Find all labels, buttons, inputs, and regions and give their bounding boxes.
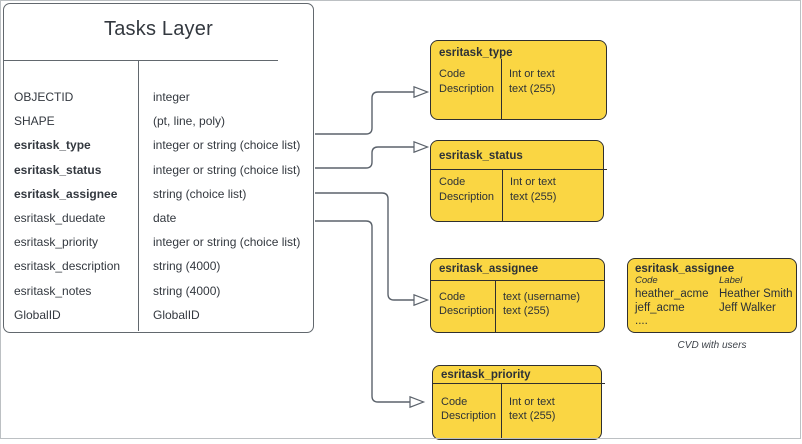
- arrowhead-icon: [413, 293, 430, 307]
- cvd-type-column: Int or text text (255): [502, 170, 603, 221]
- field-row-esritask-description: esritask_description string (4000): [4, 254, 313, 278]
- cvd-cell: Code: [439, 290, 466, 303]
- cvd-cell: Code: [439, 68, 466, 80]
- field-name: OBJECTID: [14, 90, 74, 104]
- field-type: GlobalID: [153, 307, 200, 322]
- header-divider: [433, 382, 605, 384]
- cvd-cell: Description: [441, 410, 497, 422]
- cvd-box-esritask-status: esritask_status Code Description Int or …: [430, 140, 607, 222]
- field-row-esritask-priority: esritask_priority integer or string (cho…: [4, 230, 313, 254]
- header-divider: [431, 279, 604, 281]
- cvd-type-column: Int or text text (255): [501, 59, 606, 119]
- field-list: OBJECTID integer SHAPE (pt, line, poly) …: [4, 85, 313, 327]
- field-type: integer: [153, 90, 190, 104]
- field-type: date: [153, 210, 177, 225]
- cvd-box-title: esritask_status: [439, 150, 523, 162]
- more-users-ellipsis: ....: [635, 315, 648, 327]
- field-row-esritask-notes: esritask_notes string (4000): [4, 279, 313, 303]
- cvd-box-title: esritask_type: [439, 47, 513, 59]
- field-type: integer or string (choice list): [153, 162, 301, 177]
- field-row-esritask-assignee: esritask_assignee string (choice list): [4, 182, 313, 206]
- field-name: esritask_description: [14, 259, 121, 274]
- users-table: Code Label heather_acme Heather Smith je…: [635, 275, 793, 315]
- cvd-cell: Code: [439, 176, 466, 188]
- field-name: esritask_duedate: [14, 210, 106, 225]
- cvd-cell: Description: [439, 82, 495, 95]
- field-name: esritask_type: [14, 138, 91, 153]
- field-row-esritask-type: esritask_type integer or string (choice …: [4, 133, 313, 157]
- arrowhead-icon: [413, 140, 430, 154]
- cvd-box-assignee-users: esritask_assignee Code Label heather_acm…: [627, 258, 797, 333]
- cvd-box-esritask-assignee: esritask_assignee Code Description text …: [430, 258, 605, 333]
- cvd-cell: Code: [441, 395, 468, 408]
- cvd-field-column: Code Description: [433, 384, 501, 440]
- header-divider: [431, 169, 607, 170]
- column-divider: [138, 61, 139, 331]
- cvd-type-column: text (username) text (255): [495, 280, 604, 332]
- cvd-cell: Int or text: [509, 395, 555, 408]
- tasks-layer-title: Tasks Layer: [104, 18, 213, 40]
- col-header-code: Code: [635, 275, 658, 286]
- cvd-with-users-caption: CVD with users: [677, 340, 747, 351]
- cvd-cell: text (255): [509, 410, 556, 422]
- user-label: Jeff Walker: [719, 302, 776, 314]
- field-type: string (4000): [153, 283, 221, 298]
- cvd-type-column: Int or text text (255): [501, 383, 601, 439]
- cvd-cell: Description: [439, 305, 495, 317]
- col-header-label: Label: [719, 275, 743, 286]
- field-row-shape: SHAPE (pt, line, poly): [4, 109, 313, 133]
- field-name: SHAPE: [14, 114, 55, 129]
- field-type: integer or string (choice list): [153, 235, 301, 250]
- user-code: jeff_acme: [635, 302, 685, 314]
- arrowhead-icon: [409, 395, 426, 409]
- cvd-cell: text (255): [510, 190, 557, 203]
- cvd-cell: Description: [439, 190, 495, 203]
- field-row-objectid: OBJECTID integer: [4, 85, 313, 109]
- field-row-globalid: GlobalID GlobalID: [4, 303, 313, 327]
- cvd-cell: Int or text: [509, 68, 555, 80]
- cvd-cell: Int or text: [510, 176, 556, 188]
- field-name: GlobalID: [14, 307, 61, 322]
- field-name: esritask_priority: [14, 235, 99, 250]
- field-name: esritask_status: [14, 162, 102, 177]
- connector-esritask-assignee: [315, 192, 414, 301]
- field-name: esritask_assignee: [14, 186, 118, 201]
- cvd-field-column: Code Description: [431, 281, 495, 333]
- cvd-box-title: esritask_assignee: [635, 263, 735, 275]
- arrowhead-icon: [413, 85, 430, 99]
- cvd-box-esritask-priority: esritask_priority Code Description Int o…: [432, 365, 605, 440]
- field-row-esritask-status: esritask_status integer or string (choic…: [4, 158, 313, 182]
- cvd-cell: text (255): [503, 305, 550, 317]
- cvd-field-column: Code Description: [431, 170, 502, 221]
- tasks-layer-table: Tasks Layer OBJECTID integer SHAPE (pt, …: [3, 3, 314, 333]
- cvd-box-esritask-type: esritask_type Code Description Int or te…: [430, 40, 607, 120]
- connector-esritask-status: [315, 146, 414, 169]
- user-label: Heather Smith: [719, 288, 793, 300]
- cvd-field-column: Code Description: [431, 59, 501, 119]
- field-type: string (choice list): [153, 186, 247, 201]
- field-type: (pt, line, poly): [153, 114, 226, 129]
- cvd-box-title: esritask_assignee: [439, 263, 539, 275]
- field-name: esritask_notes: [14, 283, 92, 298]
- cvd-box-title: esritask_priority: [441, 369, 531, 381]
- user-code: heather_acme: [635, 288, 709, 300]
- field-row-esritask-duedate: esritask_duedate date: [4, 206, 313, 230]
- connector-esritask-priority: [315, 220, 410, 403]
- cvd-cell: text (username): [503, 290, 581, 303]
- cvd-cell: text (255): [509, 82, 556, 95]
- title-divider: [3, 60, 278, 61]
- connector-esritask-type: [315, 91, 414, 135]
- field-type: integer or string (choice list): [153, 138, 301, 153]
- field-type: string (4000): [153, 259, 221, 274]
